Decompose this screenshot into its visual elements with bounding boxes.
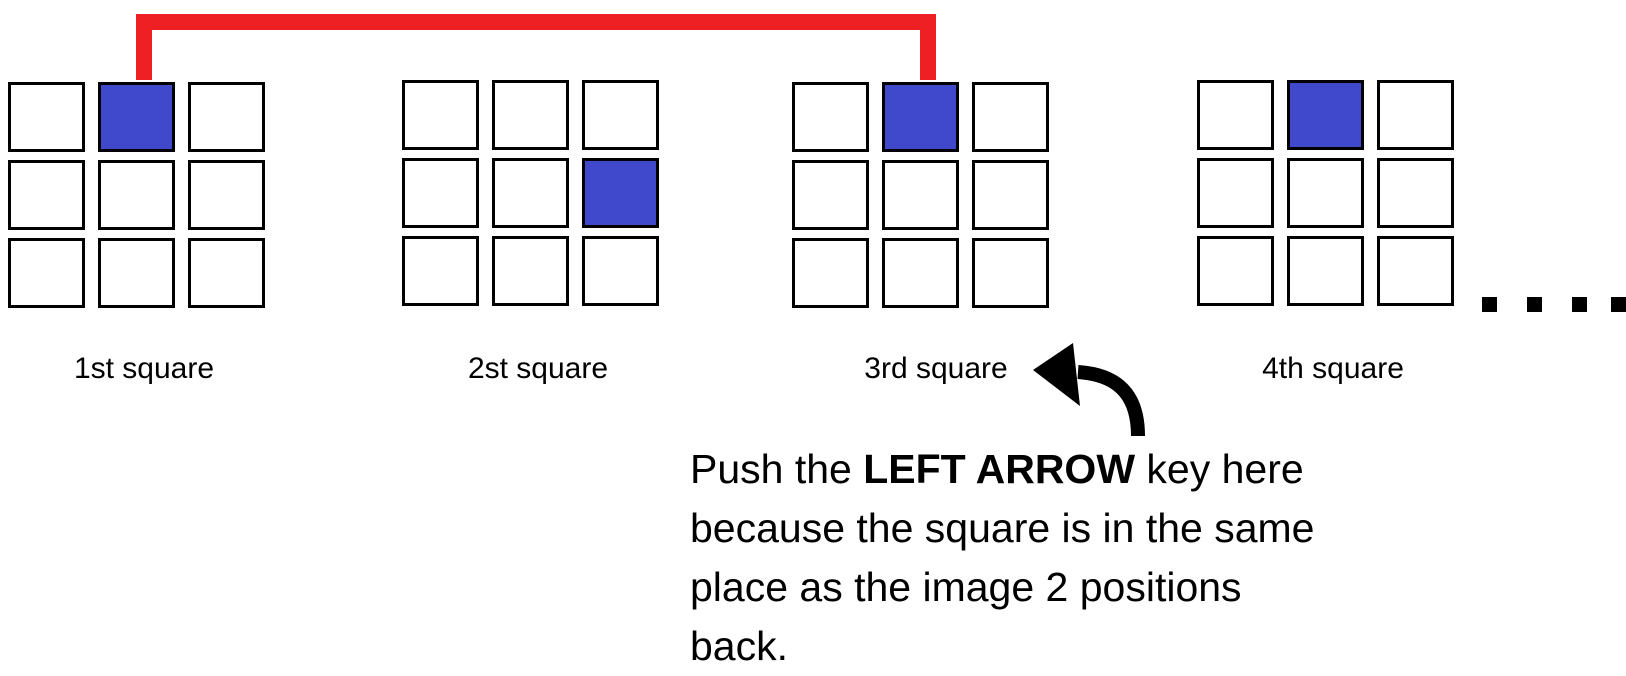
empty-cell <box>792 82 869 152</box>
empty-cell <box>402 158 479 228</box>
empty-cell <box>582 236 659 306</box>
filled-cell <box>1287 80 1364 150</box>
instruction-prefix: Push the <box>690 446 852 492</box>
filled-cell <box>882 82 959 152</box>
dot <box>1572 297 1587 312</box>
empty-cell <box>882 160 959 230</box>
key-name: LEFT ARROW <box>863 446 1136 492</box>
empty-cell <box>1287 158 1364 228</box>
square-label-3: 3rd square <box>864 352 1008 385</box>
bracket-right-leg <box>920 14 936 80</box>
empty-cell <box>402 236 479 306</box>
empty-cell <box>882 238 959 308</box>
square-label-4: 4th square <box>1262 352 1404 385</box>
dot <box>1527 297 1542 312</box>
empty-cell <box>972 160 1049 230</box>
empty-cell <box>98 160 175 230</box>
filled-cell <box>98 82 175 152</box>
empty-cell <box>188 82 265 152</box>
bracket-left-leg <box>136 14 152 80</box>
square-grid-3 <box>792 82 1062 322</box>
curved-arrow-icon <box>1028 340 1158 445</box>
square-label-2: 2st square <box>467 352 609 385</box>
instruction-text: Push the LEFT ARROW key here because the… <box>690 440 1330 676</box>
empty-cell <box>972 82 1049 152</box>
instruction-suffix: key here because the square is in the sa… <box>690 446 1315 669</box>
empty-cell <box>8 82 85 152</box>
empty-cell <box>582 80 659 150</box>
bracket-top-bar <box>136 14 936 30</box>
empty-cell <box>8 238 85 308</box>
empty-cell <box>188 160 265 230</box>
square-grid-2 <box>402 80 672 320</box>
dot <box>1482 297 1497 312</box>
empty-cell <box>1377 158 1454 228</box>
empty-cell <box>492 158 569 228</box>
empty-cell <box>492 80 569 150</box>
empty-cell <box>792 238 869 308</box>
empty-cell <box>972 238 1049 308</box>
empty-cell <box>792 160 869 230</box>
empty-cell <box>492 236 569 306</box>
empty-cell <box>1377 236 1454 306</box>
empty-cell <box>1197 158 1274 228</box>
empty-cell <box>402 80 479 150</box>
empty-cell <box>1287 236 1364 306</box>
empty-cell <box>98 238 175 308</box>
empty-cell <box>1197 236 1274 306</box>
square-grid-4 <box>1197 80 1467 320</box>
square-grid-1 <box>8 82 278 322</box>
dot <box>1611 297 1626 312</box>
empty-cell <box>8 160 85 230</box>
empty-cell <box>188 238 265 308</box>
square-label-1: 1st square <box>73 352 215 385</box>
empty-cell <box>1377 80 1454 150</box>
filled-cell <box>582 158 659 228</box>
empty-cell <box>1197 80 1274 150</box>
